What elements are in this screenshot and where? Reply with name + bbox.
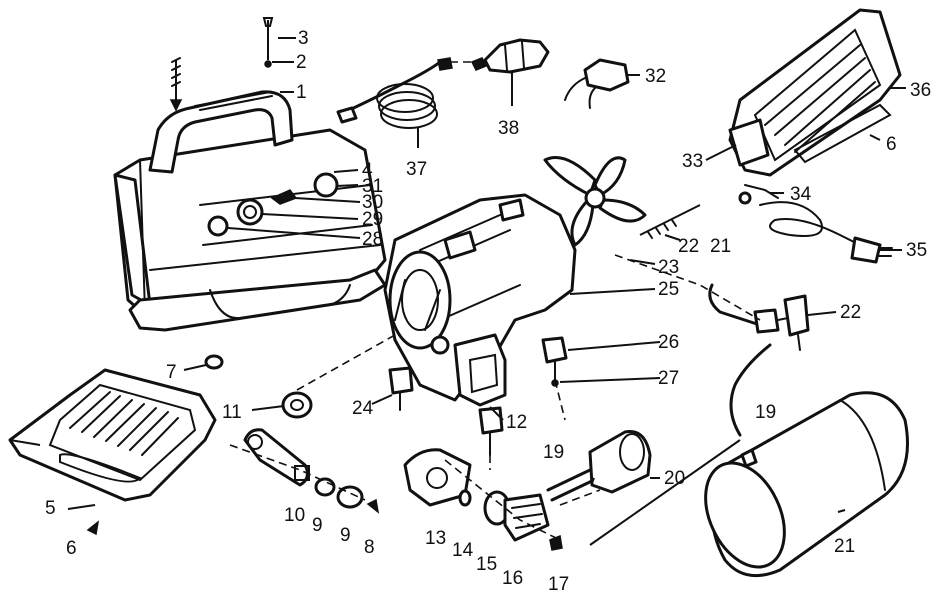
filter-20 [588,429,652,494]
callout-19-left: 19 [543,442,564,463]
assembly-line-5 [554,379,566,421]
callout-2: 2 [296,52,307,73]
callout-32: 30 [362,192,383,213]
tube-19-right [729,343,772,437]
callout-40: 38 [498,118,519,139]
assembly-line-4 [444,459,561,541]
assembly-line-3 [229,444,366,501]
bushing-12 [281,391,313,419]
callout-6-upper: 6 [886,134,897,155]
assembly-line-6 [614,254,761,321]
pin-2-3 [262,17,274,68]
callout-31: 29 [362,209,383,230]
screw-18 [549,534,563,551]
callout-25: 23 [658,257,679,278]
pin-6-lower [86,520,100,536]
callout-21: 21 [834,536,855,557]
callout-36: 34 [790,184,812,205]
callout-22: 22 [840,302,861,323]
callout-6-lower: 6 [66,538,77,559]
callout-30: 28 [362,229,383,250]
callout-26: 24 [352,398,374,419]
foot-28 [541,336,568,364]
callout-38: 36 [910,80,931,101]
callout-28: 26 [658,332,679,353]
coil-hose-39 [336,57,453,129]
callout-1: 1 [296,82,307,103]
switch-36 [738,184,779,205]
screw-8 [366,498,380,514]
callout-39: 37 [406,159,427,180]
capacitor-34 [564,58,630,109]
carry-handle [148,90,294,174]
callout-24: 22 [678,236,699,257]
valve-plate-17 [503,493,550,542]
tank-21 [704,391,909,578]
callout-35: 33 [682,151,703,172]
valve-22 [753,294,810,351]
handle-screw [169,57,183,112]
callout-19-right: 19 [755,402,776,423]
callout-8: 8 [364,537,375,558]
callout-3: 3 [298,28,309,49]
oring-15 [458,489,472,507]
callout-18: 17 [548,574,569,595]
motor [383,193,577,407]
callout-34: 32 [645,66,666,87]
callout-11: 10 [284,505,305,526]
callout-27: 25 [658,279,679,300]
callout-20: 20 [664,468,685,489]
foot-26 [388,366,414,411]
bottom-grille [8,368,217,502]
callout-17: 16 [502,568,523,589]
callout-13: 12 [506,412,527,433]
callout-15: 14 [452,540,474,561]
callout-37: 35 [906,240,927,261]
assembly-line-2 [296,334,396,391]
power-cord-37 [759,201,893,264]
washer-10 [314,477,336,497]
assembly-line-7 [559,489,601,506]
foot-7 [204,354,224,370]
motor-shaft-bolt-24 [639,204,701,239]
callout-16: 15 [476,554,497,575]
callout-5: 5 [45,498,56,519]
tube-19-left [546,468,596,502]
fan [543,156,647,247]
washer-9 [336,485,364,509]
callout-10: 9 [312,515,323,536]
connecting-rod-11 [243,428,310,487]
cylinder-head-14 [403,448,472,507]
callout-4: 4 [362,160,373,181]
top-grille-38 [728,8,902,177]
assembly-line-9 [589,439,741,546]
callout-7: 7 [166,362,177,383]
leader-lines [67,37,906,513]
callout-23: 21 [710,236,731,257]
callout-29: 27 [658,368,679,389]
callout-14: 13 [425,528,446,549]
callout-9: 9 [340,525,351,546]
callout-33: 31 [362,176,383,197]
fitting-40 [470,38,550,74]
callout-12: 11 [222,402,242,423]
